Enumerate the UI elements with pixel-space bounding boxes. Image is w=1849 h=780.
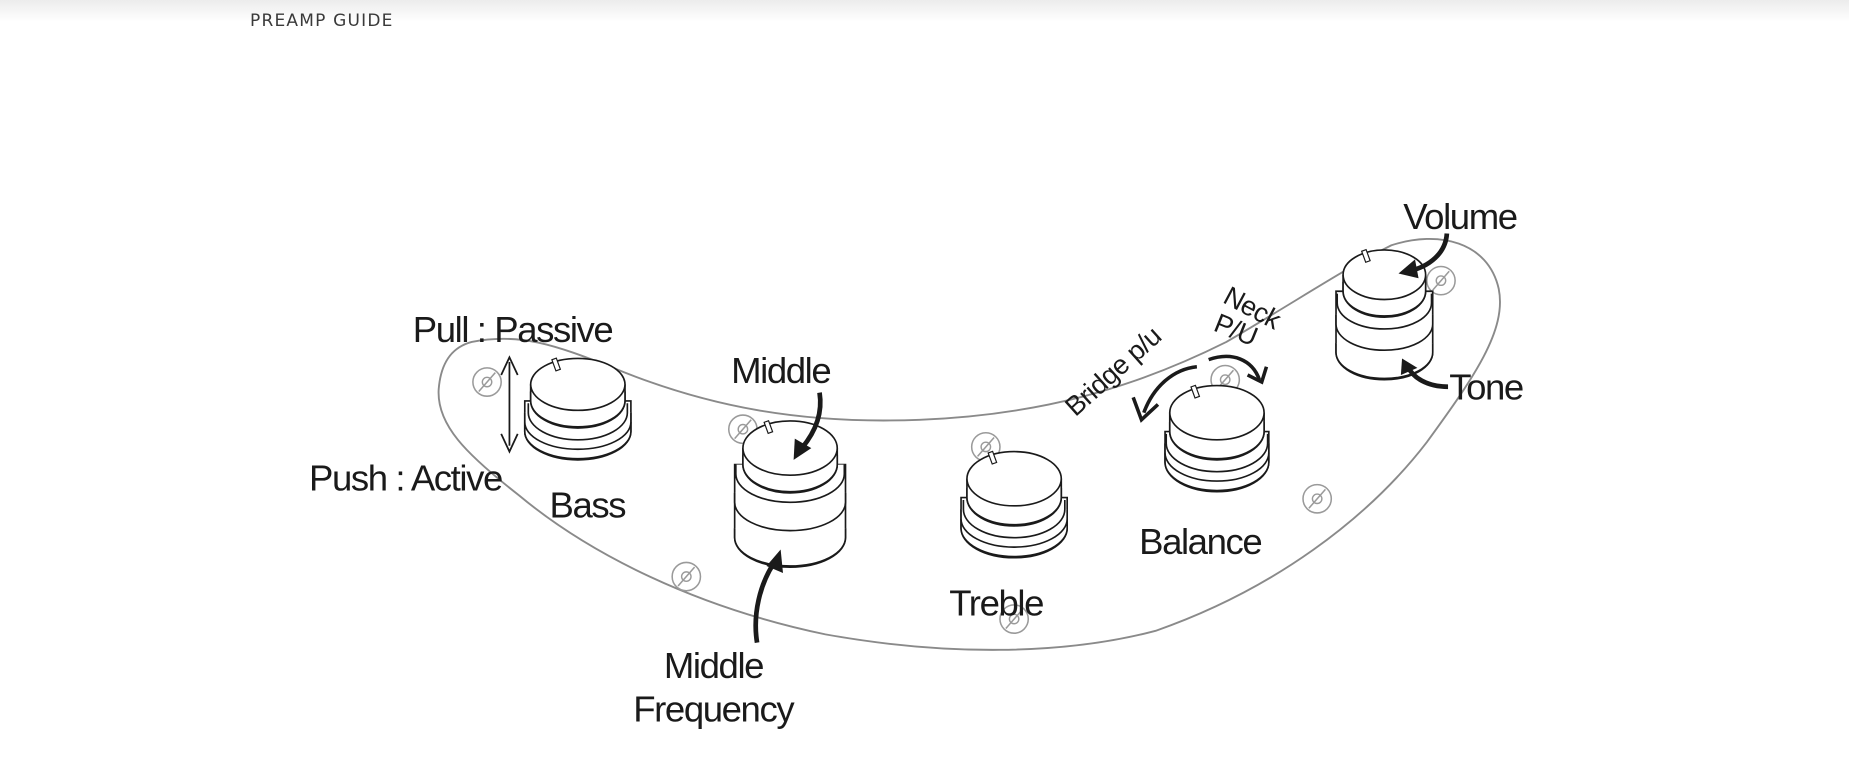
bass-knob: [523, 357, 632, 461]
label-middle-frequency-line1: Middle: [664, 645, 763, 686]
neck-rotate-arrow-icon: [1208, 354, 1262, 381]
header-shadow: [0, 0, 1849, 22]
label-push-active: Push : Active: [309, 458, 502, 499]
middle-frequency-arrow-icon: [753, 562, 776, 644]
treble-knob: [960, 450, 1069, 559]
arrow-head-down: [500, 433, 519, 454]
label-pull-passive: Pull : Passive: [413, 309, 613, 350]
label-bass: Bass: [550, 485, 626, 526]
knob-indicator: [1190, 384, 1201, 399]
balance-knob: [1164, 384, 1270, 493]
bridge-rotate-arrow-icon: [1142, 364, 1198, 414]
label-middle: Middle: [731, 350, 830, 391]
screw-icon: [671, 561, 702, 592]
label-tone: Tone: [1449, 367, 1523, 408]
arrow-head-up: [500, 355, 519, 376]
knob-indicator: [551, 357, 562, 372]
volume-tone-knob: [1335, 248, 1434, 381]
label-bridge-pu: Bridge p/u: [1059, 320, 1167, 422]
label-middle-frequency-line2: Frequency: [633, 689, 795, 730]
knob-indicator: [763, 419, 774, 435]
knob-indicator: [987, 450, 998, 465]
screw-icon: [1426, 265, 1456, 296]
knob-indicator: [1360, 248, 1371, 264]
screw-icon: [999, 604, 1030, 634]
screw-icon: [472, 367, 502, 397]
bridge-arrow-head: [1131, 396, 1160, 423]
label-treble: Treble: [949, 583, 1043, 624]
control-plate-outline: [437, 238, 1501, 651]
neck-arrow-head: [1246, 366, 1269, 385]
screw-icon: [1302, 483, 1333, 514]
label-volume: Volume: [1403, 196, 1516, 237]
labels: Volume Tone Pull : Passive Push : Active…: [309, 196, 1524, 730]
label-balance: Balance: [1139, 521, 1261, 562]
middle-knob: [733, 419, 847, 568]
page-title: PREAMP GUIDE: [250, 11, 394, 31]
